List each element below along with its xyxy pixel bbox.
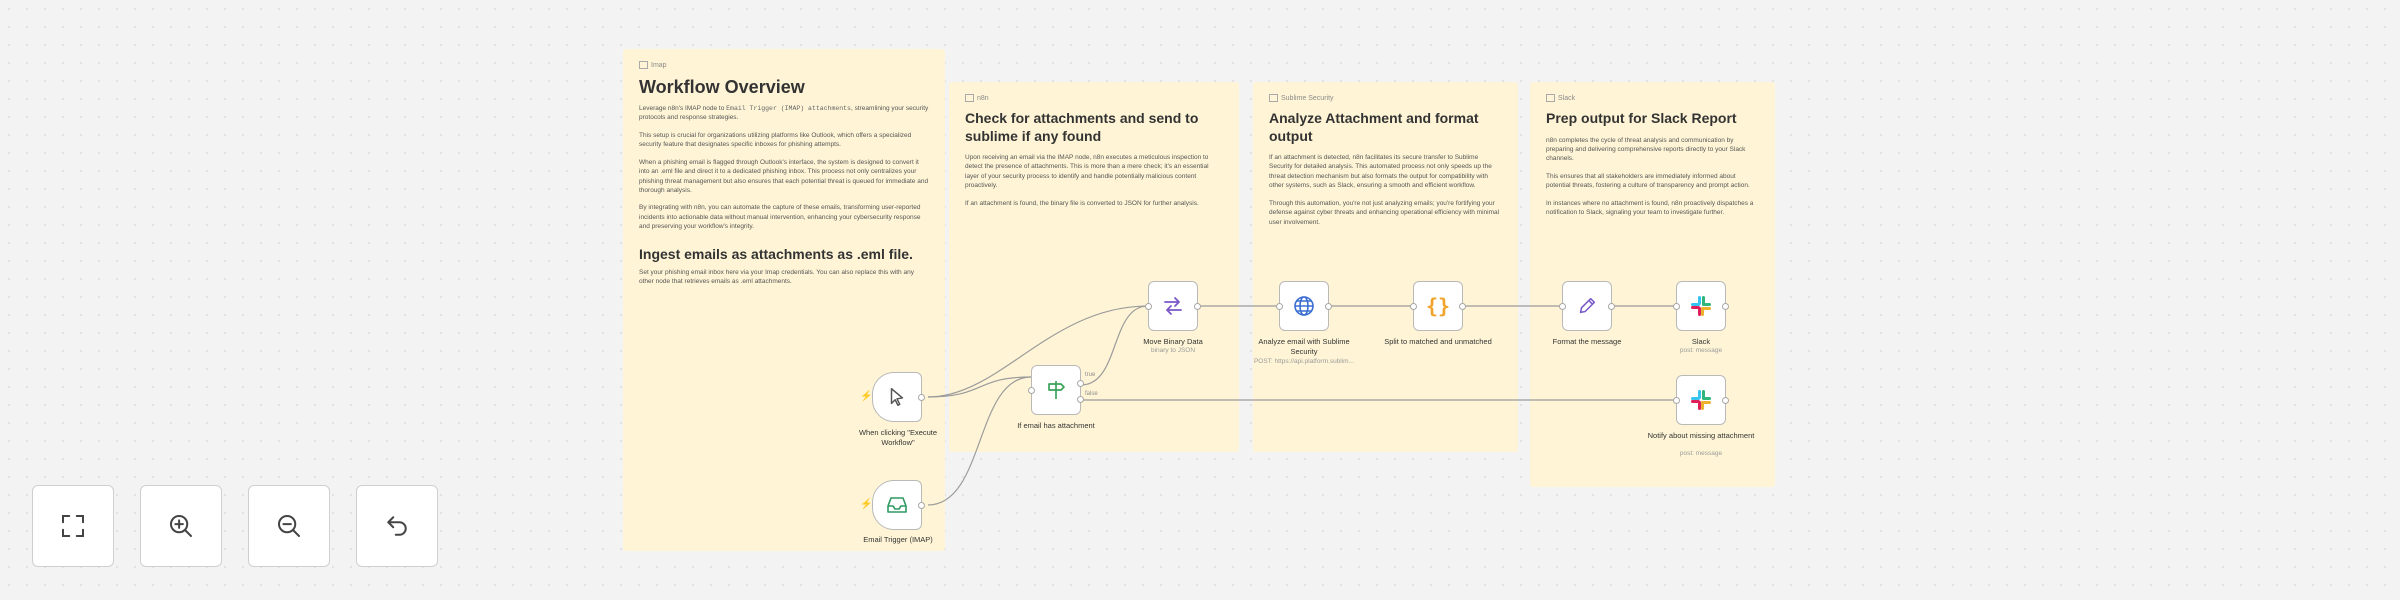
note-workflow-overview[interactable]: Imap Workflow Overview Leverage n8n's IM…	[623, 49, 945, 551]
input-port[interactable]	[1410, 303, 1417, 310]
note-check-attachments[interactable]: n8n Check for attachments and send to su…	[949, 82, 1239, 452]
note-subtitle: Ingest emails as attachments as .eml fil…	[639, 245, 913, 262]
slack-icon	[1691, 296, 1711, 316]
wire-manual-to-if	[927, 376, 1032, 398]
pointer-icon	[890, 388, 904, 406]
node-label: Email Trigger (IMAP)	[863, 535, 933, 544]
note-title: Check for attachments and send to sublim…	[965, 110, 1199, 144]
note-paragraph: This setup is crucial for organizations …	[639, 131, 912, 149]
node-subtitle: POST: https://api.platform.sublim...	[1253, 358, 1355, 365]
node-manual-trigger[interactable]: ⚡	[860, 372, 925, 422]
note-image-placeholder: Sublime Security	[1269, 94, 1502, 102]
note-paragraph: If an attachment is found, the binary fi…	[965, 199, 1199, 207]
output-port[interactable]	[918, 502, 925, 509]
note-paragraph: Set your phishing email inbox here via y…	[639, 268, 914, 286]
node-subtitle: binary to JSON	[1150, 347, 1196, 354]
node-slack[interactable]	[1673, 281, 1729, 331]
note-title: Workflow Overview	[639, 77, 805, 97]
braces-icon: {}	[1425, 294, 1451, 318]
note-image-placeholder: Imap	[639, 61, 929, 69]
input-port[interactable]	[1028, 387, 1035, 394]
reset-zoom-button[interactable]	[356, 485, 438, 567]
node-if-email-has-attachment[interactable]	[1028, 365, 1084, 415]
output-port[interactable]	[1608, 303, 1615, 310]
node-label: When clicking "Execute Workflow"	[858, 428, 938, 447]
globe-icon	[1294, 296, 1314, 316]
node-move-binary-data[interactable]	[1145, 281, 1201, 331]
note-paragraph: n8n completes the cycle of threat analys…	[1546, 136, 1746, 163]
node-label: Slack	[1691, 337, 1711, 346]
note-paragraph: Leverage n8n's IMAP node to Email Trigge…	[639, 105, 929, 122]
zoom-in-button[interactable]	[140, 485, 222, 567]
node-split-matched-unmatched[interactable]: {}	[1410, 281, 1466, 331]
note-title: Analyze Attachment and format output	[1269, 110, 1479, 144]
swap-icon	[1164, 297, 1182, 315]
note-paragraph: In instances where no attachment is foun…	[1546, 199, 1754, 217]
node-label: If email has attachment	[1017, 421, 1095, 430]
node-analyze-sublime-security[interactable]	[1276, 281, 1332, 331]
pencil-icon	[1579, 297, 1596, 314]
node-label: Notify about missing attachment	[1647, 431, 1755, 440]
output-port[interactable]	[918, 394, 925, 401]
note-paragraph: If an attachment is detected, n8n facili…	[1269, 154, 1492, 190]
node-email-trigger-imap[interactable]: ⚡	[860, 480, 925, 530]
node-label: Split to matched and unmatched	[1384, 337, 1492, 346]
output-port[interactable]	[1325, 303, 1332, 310]
inbox-icon	[887, 497, 907, 513]
node-label: Format the message	[1552, 337, 1622, 346]
undo-icon	[387, 516, 407, 536]
trigger-bolt-icon: ⚡	[860, 391, 873, 402]
note-paragraph: Through this automation, you're not just…	[1269, 199, 1500, 226]
slack-icon	[1691, 390, 1711, 410]
note-title: Prep output for Slack Report	[1546, 110, 1737, 126]
note-paragraph: When a phishing email is flagged through…	[639, 158, 929, 194]
node-notify-missing-attachment[interactable]	[1673, 375, 1729, 425]
note-paragraph: By integrating with n8n, you can automat…	[639, 204, 921, 231]
input-port[interactable]	[1559, 303, 1566, 310]
node-subtitle: post: message	[1679, 347, 1723, 354]
zoom-out-button[interactable]	[248, 485, 330, 567]
node-label: Move Binary Data	[1143, 337, 1203, 346]
zoom-in-icon	[170, 515, 192, 537]
zoom-out-icon	[278, 515, 300, 537]
signpost-icon	[1048, 381, 1065, 399]
node-label: Analyze email with Sublime Security	[1258, 337, 1350, 356]
input-port[interactable]	[1673, 303, 1680, 310]
output-port[interactable]	[1459, 303, 1466, 310]
trigger-bolt-icon: ⚡	[860, 499, 873, 510]
input-port[interactable]	[1276, 303, 1283, 310]
fit-view-icon	[62, 515, 84, 537]
node-subtitle: post: message	[1679, 450, 1723, 457]
input-port[interactable]	[1673, 397, 1680, 404]
output-port[interactable]	[1722, 303, 1729, 310]
output-port[interactable]	[1194, 303, 1201, 310]
note-analyze-attachment[interactable]: Sublime Security Analyze Attachment and …	[1253, 82, 1518, 452]
output-port-true[interactable]	[1077, 380, 1084, 387]
output-port[interactable]	[1722, 397, 1729, 404]
note-paragraph: This ensures that all stakeholders are i…	[1546, 172, 1750, 190]
output-port-false[interactable]	[1077, 396, 1084, 403]
wire-manual-to-move	[927, 305, 1149, 398]
note-image-placeholder: n8n	[965, 94, 1223, 102]
branch-label-true: true	[1085, 372, 1096, 378]
note-image-placeholder: Slack	[1546, 94, 1759, 102]
wire-imap-to-if	[927, 376, 1032, 506]
input-port[interactable]	[1145, 303, 1152, 310]
node-format-message[interactable]	[1559, 281, 1615, 331]
wire-if-true-to-move	[1080, 305, 1149, 386]
note-paragraph: Upon receiving an email via the IMAP nod…	[965, 154, 1209, 190]
fit-view-button[interactable]	[32, 485, 114, 567]
branch-label-false: false	[1085, 391, 1098, 397]
